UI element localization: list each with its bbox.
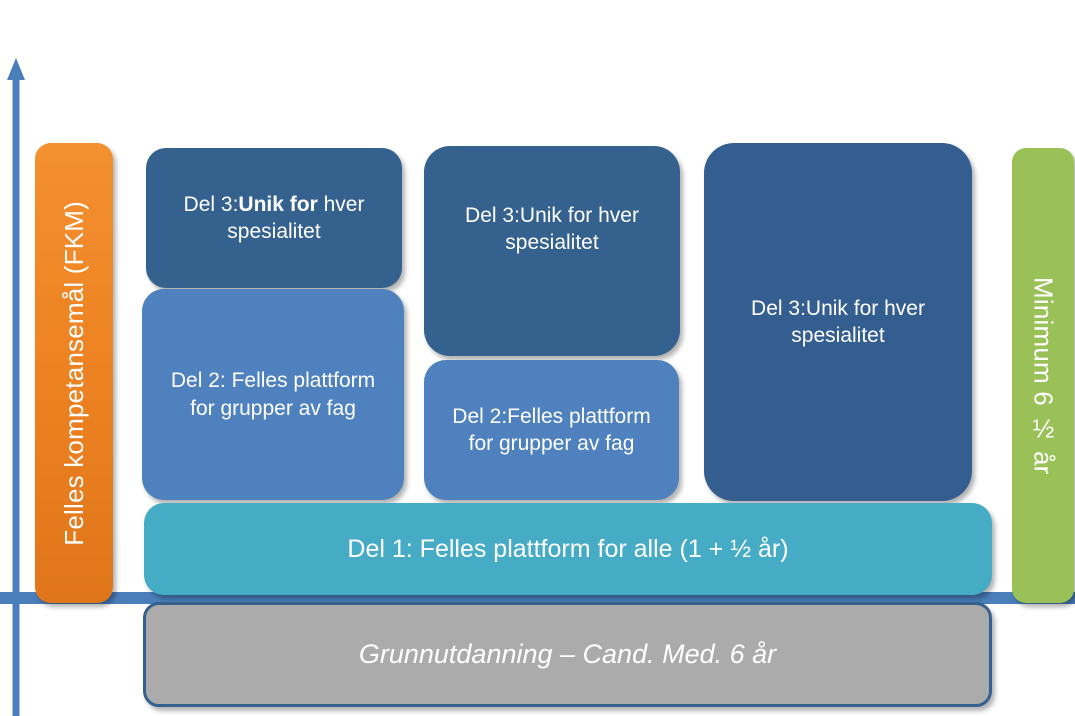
del1-label: Del 1: Felles plattform for alle (1 + ½ … — [347, 534, 789, 563]
column-1-del3-bold: Unik for — [238, 192, 318, 216]
column-2-del3-label: Del 3:Unik for hver spesialitet — [465, 204, 639, 255]
column-2-del2-box: Del 2:Felles plattform for grupper av fa… — [424, 360, 679, 500]
column-1-del2-label: Del 2: Felles plattform for grupper av f… — [170, 369, 376, 420]
baseline-divider — [0, 592, 1075, 604]
column-3-del3-box: Del 3:Unik for hver spesialitet — [704, 143, 972, 501]
felles-kompetansemal-bar: Felles kompetansemål (FKM) — [35, 143, 113, 603]
del1-common-platform-bar: Del 1: Felles plattform for alle (1 + ½ … — [144, 503, 992, 595]
column-1-del3-label: Del 3:Unik for hver spesialitet — [146, 191, 402, 246]
column-1-del3-suffix: hver spesialitet — [227, 192, 365, 243]
column-3-del3-label: Del 3:Unik for hver spesialitet — [751, 296, 925, 347]
minimum-duration-label: Minimum 6 ½ år — [1028, 276, 1059, 475]
column-2-del2-label: Del 2:Felles plattform for grupper av fa… — [452, 404, 651, 455]
grunnutdanning-label: Grunnutdanning – Cand. Med. 6 år — [358, 638, 777, 669]
column-1-del3-prefix: Del 3: — [183, 192, 239, 216]
felles-kompetansemal-label: Felles kompetansemål (FKM) — [58, 200, 89, 546]
time-axis-arrow — [7, 58, 25, 716]
column-2-del3-box: Del 3:Unik for hver spesialitet — [424, 146, 680, 356]
column-1-del2-box: Del 2: Felles plattform for grupper av f… — [142, 289, 404, 500]
column-1-del3-box: Del 3:Unik for hver spesialitet — [146, 148, 402, 288]
grunnutdanning-bar: Grunnutdanning – Cand. Med. 6 år — [143, 602, 992, 707]
minimum-duration-bar: Minimum 6 ½ år — [1012, 148, 1074, 603]
